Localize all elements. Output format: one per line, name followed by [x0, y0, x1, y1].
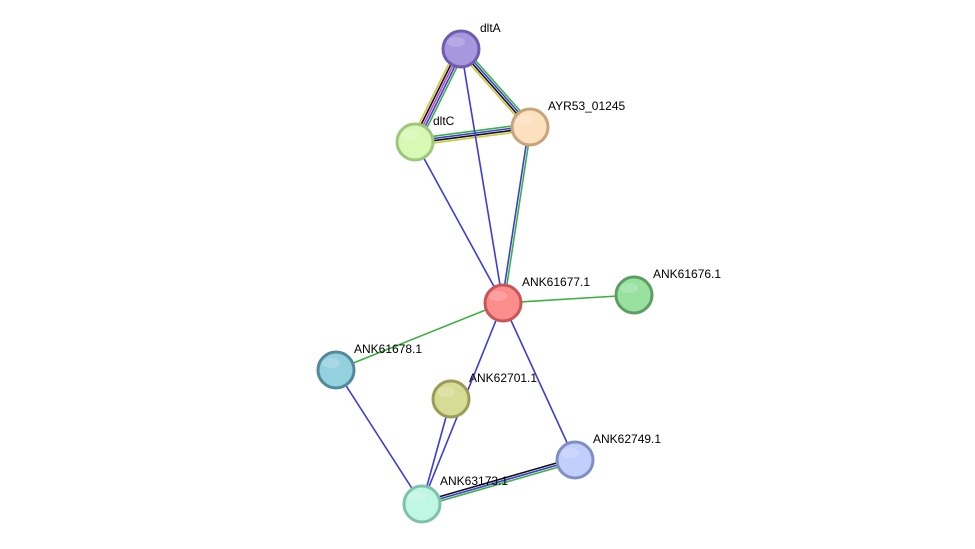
edge-line — [335, 369, 423, 505]
node-dltc[interactable]: dltC — [395, 114, 455, 162]
node-label: ANK62749.1 — [593, 432, 661, 446]
node-ank62749-1[interactable]: ANK62749.1 — [555, 432, 661, 480]
node-highlight — [408, 492, 426, 502]
node-circle[interactable] — [441, 29, 481, 69]
edge-ayr53-01245-ank61677-1 — [501, 126, 532, 304]
node-highlight — [322, 358, 340, 368]
edge-ank61677-1-ank62749-1 — [502, 302, 576, 461]
node-circle[interactable] — [510, 107, 550, 147]
edge-line — [421, 457, 575, 503]
edge-ank61677-1-ank61676-1 — [502, 294, 635, 304]
node-label: AYR53_01245 — [548, 99, 626, 113]
edge-line — [421, 459, 576, 505]
node-circle[interactable] — [614, 275, 654, 315]
node-circle[interactable] — [483, 283, 523, 323]
node-ank61677-1[interactable]: ANK61677.1 — [483, 275, 590, 323]
node-ank62701-1[interactable]: ANK62701.1 — [431, 371, 537, 419]
node-circle[interactable] — [431, 379, 471, 419]
node-ank63173-1[interactable]: ANK63173.1 — [402, 474, 508, 524]
edge-ank61678-1-ank63173-1 — [335, 369, 423, 505]
edge-line — [414, 122, 530, 140]
edge-dltc-ank61677-1 — [414, 141, 504, 304]
node-label: ANK61678.1 — [354, 342, 422, 356]
node-label: ANK61677.1 — [522, 275, 590, 289]
node-ayr53-01245[interactable]: AYR53_01245 — [510, 99, 626, 147]
edge-dlta-ank61677-1 — [460, 48, 504, 304]
edge-line — [502, 294, 635, 304]
edge-line — [501, 126, 530, 303]
node-highlight — [401, 130, 419, 140]
edge-line — [422, 461, 576, 507]
node-circle[interactable] — [395, 122, 435, 162]
node-circle[interactable] — [555, 440, 595, 480]
edge-ank62749-1-ank63173-1 — [421, 457, 576, 507]
edge-line — [415, 129, 531, 147]
node-label: ANK62701.1 — [469, 371, 537, 385]
node-highlight — [489, 291, 507, 301]
node-label: ANK63173.1 — [440, 474, 508, 488]
node-circle[interactable] — [316, 350, 356, 390]
edge-line — [414, 141, 504, 304]
node-label: ANK61676.1 — [653, 267, 721, 281]
edge-line — [335, 302, 504, 371]
edge-line — [503, 127, 532, 304]
node-highlight — [620, 283, 638, 293]
edge-line — [460, 48, 504, 304]
edge-ank61677-1-ank61678-1 — [335, 302, 504, 371]
node-label: dltC — [433, 114, 455, 128]
node-highlight — [561, 448, 579, 458]
node-ank61678-1[interactable]: ANK61678.1 — [316, 342, 422, 390]
node-label: dltA — [480, 21, 501, 35]
node-dlta[interactable]: dltA — [441, 21, 501, 69]
node-highlight — [516, 115, 534, 125]
node-highlight — [437, 387, 455, 397]
node-circle[interactable] — [402, 484, 442, 524]
node-ank61676-1[interactable]: ANK61676.1 — [614, 267, 721, 315]
node-highlight — [447, 37, 465, 47]
edge-line — [502, 302, 576, 461]
